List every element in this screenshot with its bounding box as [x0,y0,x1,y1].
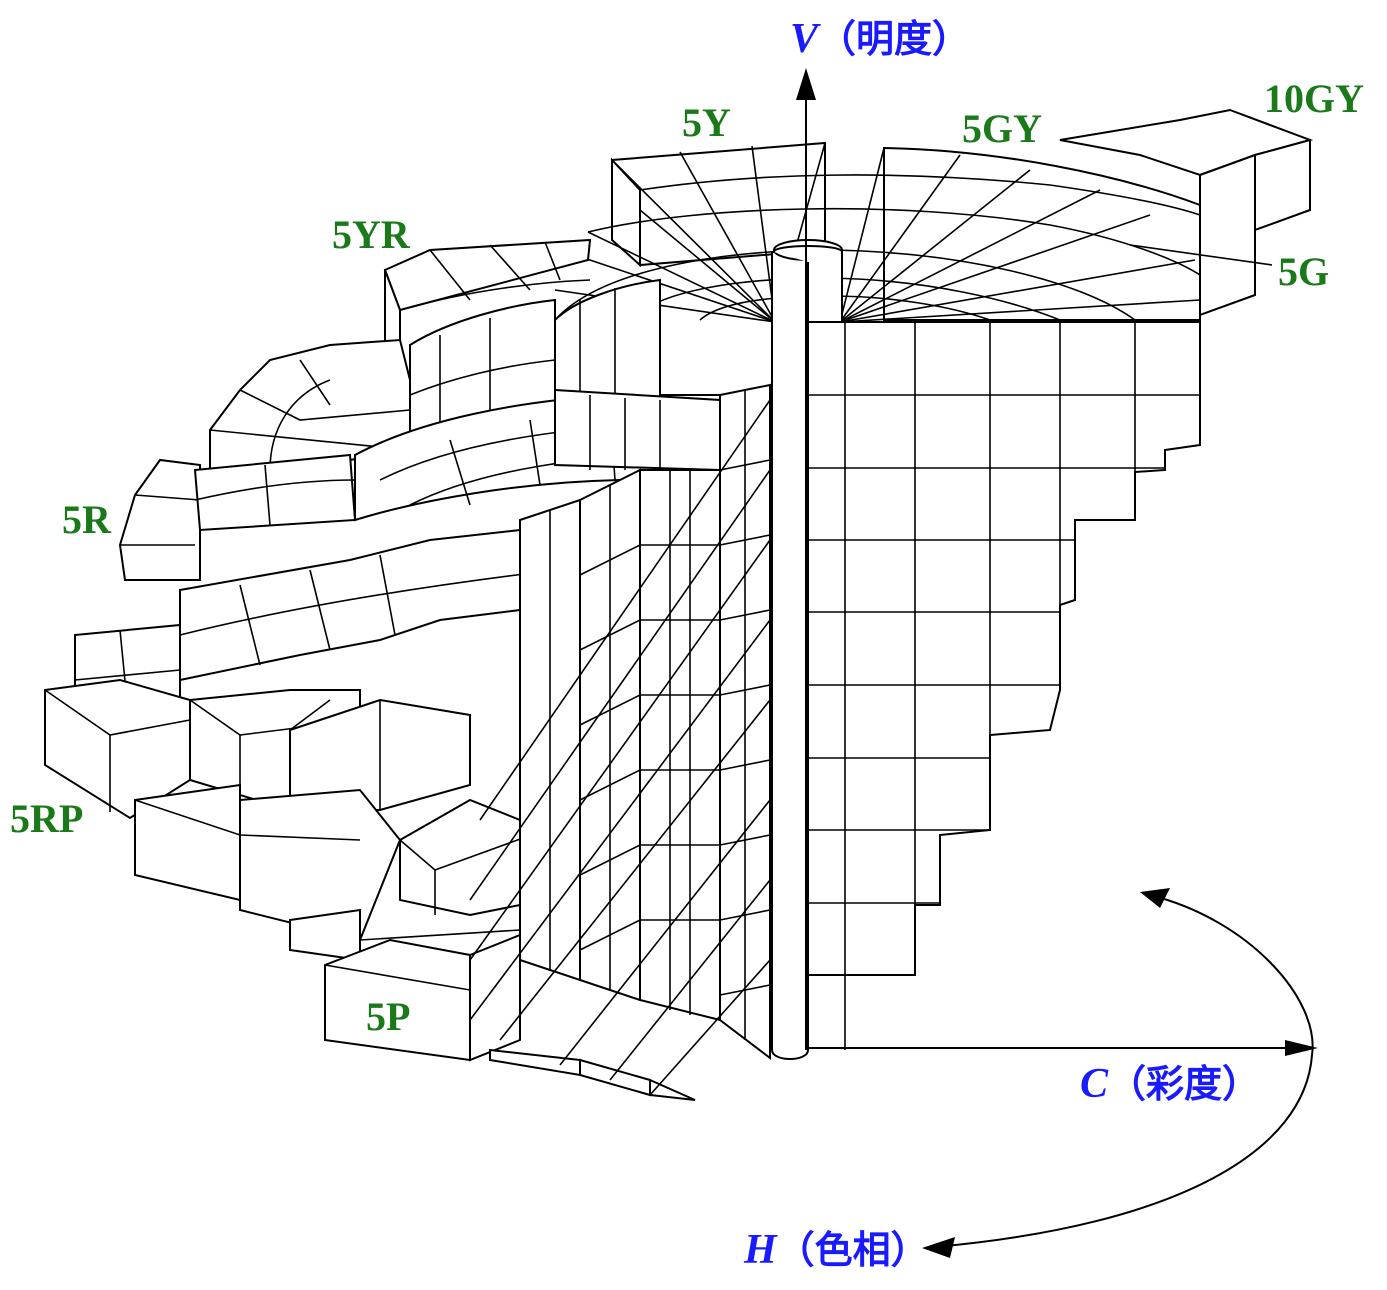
hue-axis-paren: （色相） [777,1230,929,1272]
upper-left-steps [554,278,721,472]
chroma-axis-label: C（彩度） [1080,1061,1260,1107]
g-side-stack [807,321,1201,1050]
hue-arc-arrowhead-top [1140,888,1170,908]
label-5p: 5P [366,994,410,1039]
hue-arc-arrowhead-bottom [922,1237,955,1258]
value-axis-arrowhead [796,68,816,100]
hue-axis-letter: H [743,1227,778,1273]
r-sector [118,338,411,581]
hue-axis-label: H（色相） [743,1227,929,1273]
hue-labels: 5Y 5GY 10GY 5G 5YR 5R 5RP 5P [10,76,1364,1039]
axis-labels: V（明度） C（彩度） H（色相） [743,16,1260,1273]
axes [796,68,1318,1258]
label-5g: 5G [1278,249,1329,294]
value-axis-letter: V [790,16,821,62]
upper-fan-sector [554,108,1314,323]
chroma-axis-arrowhead [1285,1040,1318,1056]
hue-arc [934,894,1314,1248]
value-axis-label: V（明度） [790,16,970,62]
label-10gy: 10GY [1264,76,1364,121]
lower-cubes [44,678,546,1062]
label-5yr: 5YR [332,212,411,257]
neutral-cylinder [771,239,843,1060]
label-5gy: 5GY [962,106,1042,151]
label-5y: 5Y [682,100,731,145]
chroma-axis-letter: C [1080,1061,1109,1107]
value-axis-paren: （明度） [818,19,970,61]
chroma-axis-paren: （彩度） [1108,1064,1260,1106]
g-leader-line [1129,244,1273,266]
label-5r: 5R [62,497,112,542]
label-5rp: 5RP [10,796,83,841]
front-column-p [469,383,771,1101]
